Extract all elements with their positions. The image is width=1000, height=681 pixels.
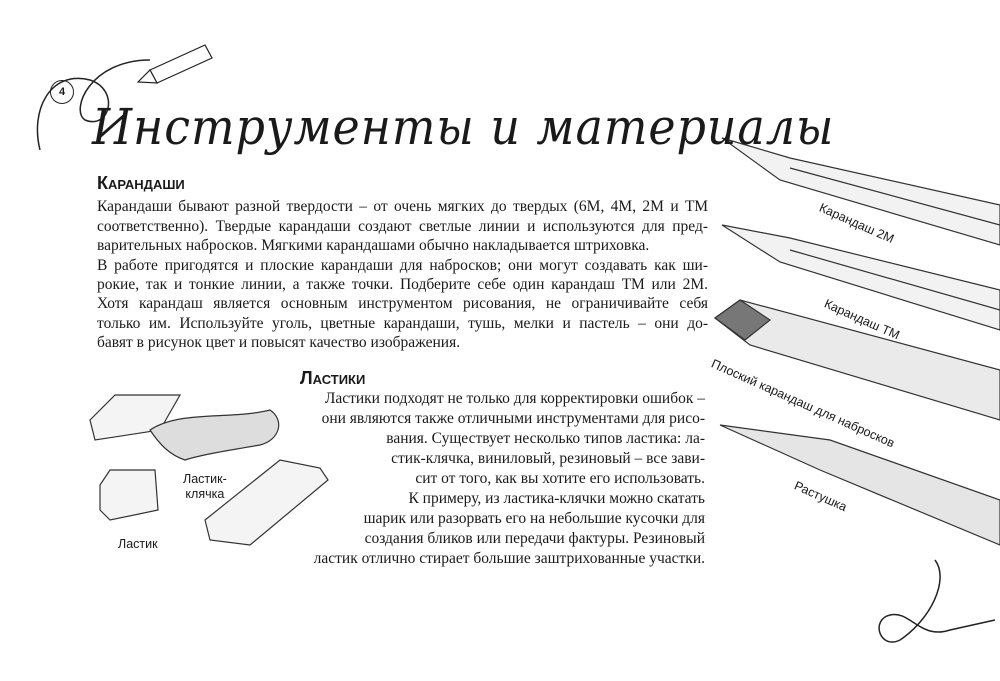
text-line: Карандаши бывают разной твердости – от о… (97, 198, 708, 215)
text-line: шарик или разорвать его на небольшие кус… (363, 510, 705, 527)
small-pencil-icon (136, 44, 213, 84)
text-line: стик-клячка, виниловый, резиновый – все … (391, 450, 705, 467)
text-line: Хотя карандаш является основным инструме… (97, 295, 708, 312)
stump-drawing (719, 424, 1000, 546)
text-line: создания бликов или передачи фактуры. Ре… (364, 530, 705, 547)
pencils-heading: Карандаши (97, 173, 185, 193)
page-title: Инструменты и материалы (92, 98, 835, 156)
text-line: они являются также отличными инструмента… (321, 410, 705, 427)
pencil-tm-drawing (721, 224, 1000, 331)
page-number: 4 (50, 80, 74, 104)
text-line: варительных набросков. Мягкими карандаша… (97, 237, 650, 254)
label-eraser: Ластик (118, 537, 158, 551)
text-line: рокие, так и тонкие линии, а также точки… (97, 276, 708, 293)
erasers-heading: Ластики (300, 368, 366, 388)
text-line: соответственно). Твердые карандаши созда… (97, 218, 708, 235)
text-line: только им. Используйте уголь, цветные ка… (97, 315, 708, 332)
pencil-2m-drawing (721, 137, 1000, 246)
text-line: Ластики подходят не только для корректир… (324, 390, 705, 407)
flourish-icon (36, 59, 996, 643)
text-line: К примеру, из ластика-клячки можно ската… (408, 490, 705, 507)
flat-pencil-drawing (713, 299, 1000, 421)
text-line: бавят в рисунок цвет и повысят качество … (97, 334, 461, 351)
text-line: сит от того, как вы хотите его использов… (415, 470, 705, 487)
text-line: В работе пригодятся и плоские карандаши … (97, 257, 708, 274)
label-kneaded-eraser: Ластик- клячка (183, 472, 227, 501)
text-line: вания. Существует несколько типов ластик… (386, 430, 705, 447)
eraser-drawings (89, 394, 329, 546)
text-line: ластик отлично стирает большие заштрихов… (313, 550, 705, 567)
